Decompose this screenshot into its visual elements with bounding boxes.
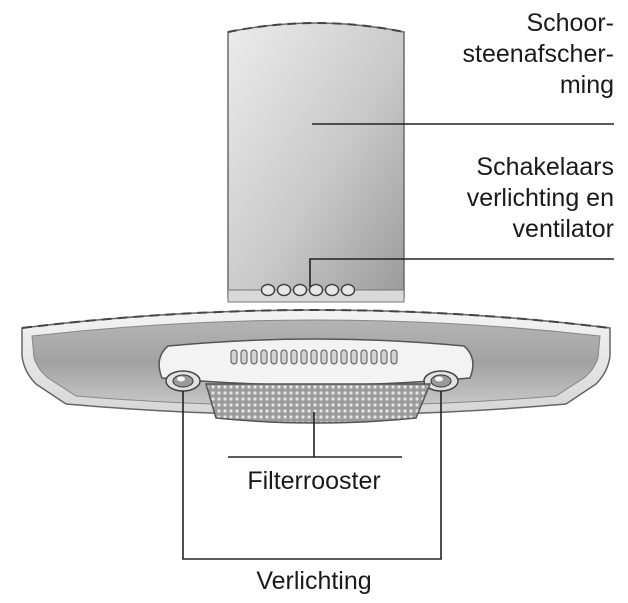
control-button [276, 283, 292, 297]
leader-lighting [182, 391, 442, 560]
label-filter-grille: Filterrooster [247, 467, 381, 495]
filter-grille [204, 383, 432, 424]
vent-housing [158, 338, 474, 386]
lamp-right [423, 370, 459, 392]
label-chimney-line-3: ming [559, 71, 614, 99]
chimney-cover [227, 22, 405, 303]
control-button [324, 283, 340, 297]
control-button [308, 283, 324, 297]
label-switches: Schakelaars verlichting en ventilator [467, 152, 614, 245]
control-button [292, 283, 308, 297]
label-chimney-line-2: steenafscher- [462, 40, 614, 68]
control-button [340, 283, 356, 297]
label-chimney-cover: Schoor- steenafscher- ming [463, 8, 614, 101]
label-lighting: Verlichting [256, 567, 372, 595]
leader-lines [182, 123, 614, 560]
control-button [260, 283, 276, 297]
control-buttons [260, 283, 356, 297]
label-switches-line-1: Schakelaars [476, 153, 614, 181]
label-chimney-line-1: Schoor- [526, 9, 614, 37]
vent-slots [230, 349, 398, 365]
leader-switches [309, 258, 614, 287]
label-switches-line-2: verlichting en [466, 184, 614, 212]
label-switches-line-3: ventilator [512, 215, 614, 243]
lamp-left [165, 370, 201, 392]
